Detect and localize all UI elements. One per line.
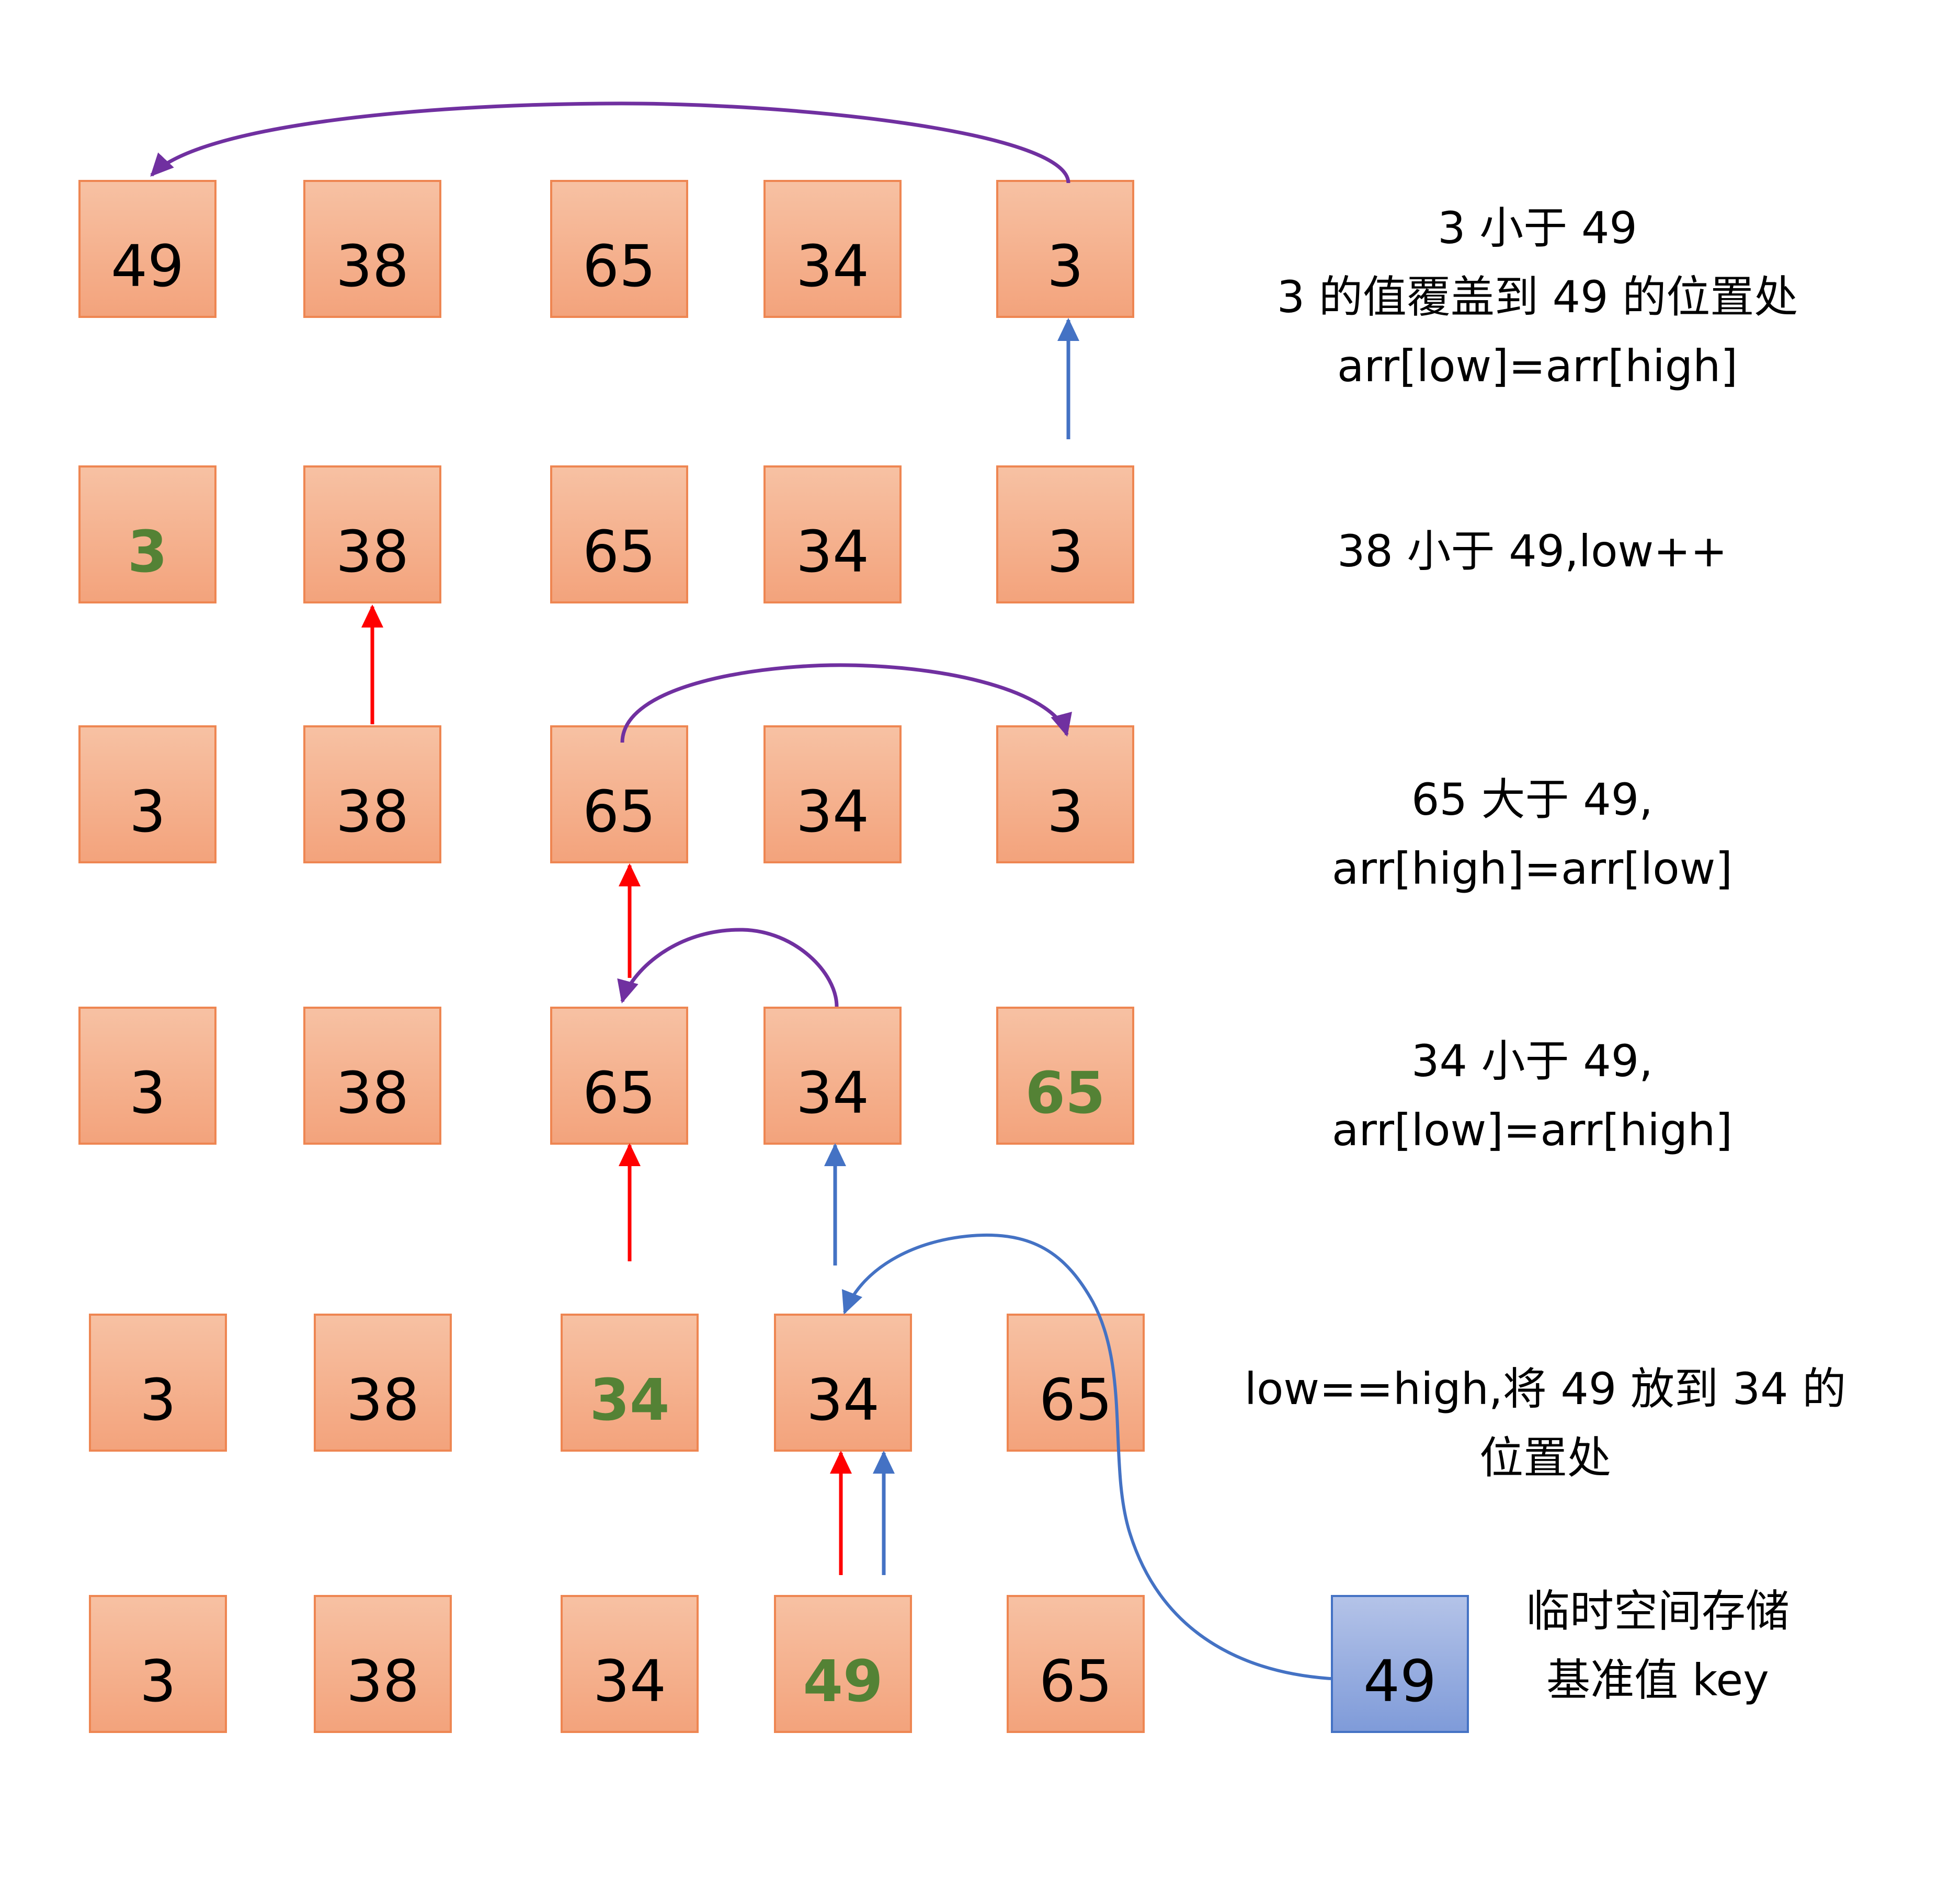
row-2-cell-3: 34 <box>763 725 902 863</box>
row-0-cell-3: 34 <box>763 180 902 318</box>
row-2-note-line-2: arr[high]=arr[low] <box>1331 843 1733 894</box>
row-2-cell-2: 65 <box>550 725 688 863</box>
row-0-cell-4: 3 <box>996 180 1134 318</box>
row-3-cell-4: 65 <box>996 1007 1134 1145</box>
row-4-note-line-2: 位置处 <box>1479 1432 1611 1484</box>
key-box: 49 <box>1331 1595 1469 1733</box>
purple-arrow-3-to-49 <box>150 101 1070 184</box>
row-2-cell-1: 38 <box>303 725 441 863</box>
key-box-label-line-2: 基准值 key <box>1546 1655 1769 1706</box>
row-4-note: low==high,将 49 放到 34 的 位置处 <box>1218 1354 1872 1492</box>
row-4-cell-0: 3 <box>89 1314 227 1452</box>
row-5-cell-0: 3 <box>89 1595 227 1733</box>
row-1-note: 38 小于 49,low++ <box>1218 517 1846 586</box>
row-4-cell-4: 65 <box>1007 1314 1145 1452</box>
row-1-cell-3: 34 <box>763 465 902 603</box>
row-2-cell-0: 3 <box>78 725 216 863</box>
row-5-cell-2: 34 <box>561 1595 699 1733</box>
row-4-note-line-1: low==high,将 49 放到 34 的 <box>1244 1363 1846 1415</box>
row-3-note: 34 小于 49, arr[low]=arr[high] <box>1218 1027 1846 1165</box>
row-0-note-line-1: 3 小于 49 <box>1438 202 1637 254</box>
row-2-note-line-1: 65 大于 49, <box>1411 774 1653 825</box>
row-4-cell-3: 34 <box>774 1314 912 1452</box>
row-1-cell-0: 3 <box>78 465 216 603</box>
row-5-cell-1: 38 <box>314 1595 452 1733</box>
row-4-cell-2: 34 <box>561 1314 699 1452</box>
blue-key-arrow <box>841 1233 1331 1680</box>
row-4-cell-1: 38 <box>314 1314 452 1452</box>
row-0-note-line-2: 3 的值覆盖到 49 的位置处 <box>1276 271 1798 323</box>
row-1-cell-4: 3 <box>996 465 1134 603</box>
row-0-note: 3 小于 49 3 的值覆盖到 49 的位置处 arr[low]=arr[hig… <box>1224 193 1851 401</box>
purple-arrow-34-to-65 <box>617 928 839 1007</box>
purple-arrow-65-to-3 <box>620 663 1072 743</box>
row-0-cell-1: 38 <box>303 180 441 318</box>
row-0-cell-0: 49 <box>78 180 216 318</box>
row-5-cell-4: 65 <box>1007 1595 1145 1733</box>
row-1-cell-2: 65 <box>550 465 688 603</box>
row-3-cell-2: 65 <box>550 1007 688 1145</box>
row-3-note-line-2: arr[low]=arr[high] <box>1331 1104 1733 1156</box>
row-0-cell-2: 65 <box>550 180 688 318</box>
key-box-label: 临时空间存储 基准值 key <box>1485 1577 1830 1715</box>
key-box-label-line-1: 临时空间存储 <box>1525 1586 1789 1637</box>
row-1-cell-1: 38 <box>303 465 441 603</box>
row-3-cell-3: 34 <box>763 1007 902 1145</box>
row-3-note-line-1: 34 小于 49, <box>1411 1035 1653 1087</box>
row-1-note-line-1: 38 小于 49,low++ <box>1337 526 1728 577</box>
row-2-cell-4: 3 <box>996 725 1134 863</box>
row-2-note: 65 大于 49, arr[high]=arr[low] <box>1218 765 1846 903</box>
row-3-cell-0: 3 <box>78 1007 216 1145</box>
row-3-cell-1: 38 <box>303 1007 441 1145</box>
row-5-cell-3: 49 <box>774 1595 912 1733</box>
row-0-note-line-3: arr[low]=arr[high] <box>1337 340 1738 392</box>
